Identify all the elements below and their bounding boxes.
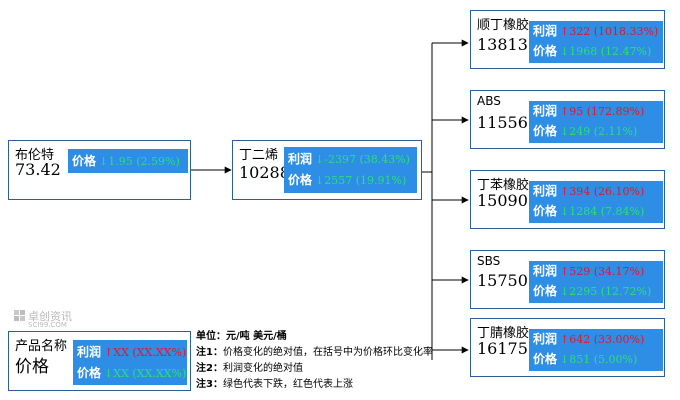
profit-label: 利润	[533, 24, 558, 38]
price-change: ↓851 (5.00%)	[560, 353, 638, 366]
note-3: 注3：绿色代表下跌，红色代表上涨	[196, 377, 433, 393]
profit-change: ↑529 (34.17%)	[560, 265, 645, 278]
profit-label: 利润	[533, 104, 558, 118]
node-sbs-price: 15750	[477, 271, 528, 290]
node-brent-name: 布伦特	[15, 148, 55, 163]
note-1-text: 价格变化的绝对值，在括号中为价格环比变化率	[222, 347, 433, 358]
node-butadiene-panel: 利润↓-2397 (38.43%) 价格↓2557 (19.91%)	[284, 147, 417, 193]
node-abs-panel: 利润↑95 (172.89%) 价格↓249 (2.11%)	[529, 101, 663, 143]
profit-change: ↑642 (33.00%)	[560, 333, 645, 346]
price-change: ↓1284 (7.84%)	[560, 205, 645, 218]
price-change: ↓1968 (12.47%)	[560, 45, 652, 58]
profit-label: 利润	[77, 345, 102, 359]
node-nbr: 丁腈橡胶 16175 利润↑642 (33.00%) 价格↓851 (5.00%…	[470, 318, 665, 377]
node-br-name: 顺丁橡胶	[477, 18, 530, 33]
price-change: ↓1.95 (2.59%)	[99, 155, 180, 168]
price-label: 价格	[533, 284, 558, 298]
node-sbs: SBS 15750 利润↑529 (34.17%) 价格↓2295 (12.72…	[470, 250, 665, 309]
watermark-subtext: SCI99.COM	[28, 321, 67, 329]
unit-note: 单位：元/吨 美元/桶	[196, 331, 287, 342]
price-change: ↓XX (XX.XX%)	[104, 367, 187, 380]
legend-price: 价格	[15, 357, 49, 377]
price-label: 价格	[77, 366, 102, 380]
note-1: 注1：价格变化的绝对值，在括号中为价格环比变化率	[196, 345, 433, 361]
legend-panel: 利润↑XX (XX.XX%) 价格↓XX (XX.XX%)	[73, 340, 187, 385]
profit-label: 利润	[288, 152, 313, 166]
profit-label: 利润	[533, 184, 558, 198]
note-3-tag: 注3：	[196, 379, 223, 390]
node-abs-name: ABS	[477, 94, 501, 108]
price-change: ↓2295 (12.72%)	[560, 285, 652, 298]
node-sbs-name: SBS	[477, 254, 501, 268]
node-nbr-price: 16175	[477, 339, 528, 358]
price-label: 价格	[533, 44, 558, 58]
price-change: ↓2557 (19.91%)	[315, 174, 407, 187]
node-sbr-price: 15090	[477, 191, 528, 210]
profit-label: 利润	[533, 264, 558, 278]
node-br: 顺丁橡胶 13813 利润↑322 (1018.33%) 价格↓1968 (12…	[470, 10, 665, 69]
watermark-text: 卓创资讯	[28, 310, 72, 323]
node-butadiene: 丁二烯 10288 利润↓-2397 (38.43%) 价格↓2557 (19.…	[232, 140, 422, 200]
note-1-tag: 注1：	[196, 347, 223, 358]
node-brent-price: 73.42	[15, 160, 61, 179]
node-sbr-panel: 利润↑394 (26.10%) 价格↓1284 (7.84%)	[529, 181, 663, 223]
profit-change: ↑322 (1018.33%)	[560, 25, 659, 38]
node-sbr: 丁苯橡胶 15090 利润↑394 (26.10%) 价格↓1284 (7.84…	[470, 170, 665, 229]
profit-change: ↑XX (XX.XX%)	[104, 346, 187, 359]
legend-name: 产品名称	[15, 339, 68, 354]
sci99-logo-icon	[14, 310, 25, 321]
node-sbr-name: 丁苯橡胶	[477, 178, 530, 193]
note-2-text: 利润变化的绝对值	[222, 363, 303, 374]
price-label: 价格	[533, 204, 558, 218]
price-label: 价格	[533, 352, 558, 366]
profit-label: 利润	[533, 332, 558, 346]
node-br-price: 13813	[477, 35, 528, 54]
note-3-text: 绿色代表下跌，红色代表上涨	[222, 379, 353, 390]
price-label: 价格	[533, 124, 558, 138]
node-abs: ABS 11556 利润↑95 (172.89%) 价格↓249 (2.11%)	[470, 90, 665, 149]
profit-change: ↓-2397 (38.43%)	[315, 153, 410, 166]
notes-block: 单位：元/吨 美元/桶 注1：价格变化的绝对值，在括号中为价格环比变化率 注2：…	[196, 329, 433, 393]
node-brent: 布伦特 73.42 价格↓1.95 (2.59%)	[8, 140, 191, 200]
node-nbr-panel: 利润↑642 (33.00%) 价格↓851 (5.00%)	[529, 329, 663, 371]
price-change: ↓249 (2.11%)	[560, 125, 638, 138]
profit-change: ↑95 (172.89%)	[560, 105, 645, 118]
node-butadiene-name: 丁二烯	[239, 148, 279, 163]
price-label: 价格	[72, 154, 97, 168]
node-brent-panel: 价格↓1.95 (2.59%)	[68, 149, 188, 173]
node-butadiene-price: 10288	[239, 163, 290, 182]
node-br-panel: 利润↑322 (1018.33%) 价格↓1968 (12.47%)	[529, 21, 663, 63]
legend-box: 产品名称 价格 利润↑XX (XX.XX%) 价格↓XX (XX.XX%)	[8, 331, 191, 391]
note-2: 注2：利润变化的绝对值	[196, 361, 433, 377]
note-2-tag: 注2：	[196, 363, 223, 374]
price-label: 价格	[288, 173, 313, 187]
profit-change: ↑394 (26.10%)	[560, 185, 645, 198]
node-nbr-name: 丁腈橡胶	[477, 326, 530, 341]
node-abs-price: 11556	[477, 113, 528, 132]
node-sbs-panel: 利润↑529 (34.17%) 价格↓2295 (12.72%)	[529, 261, 663, 303]
